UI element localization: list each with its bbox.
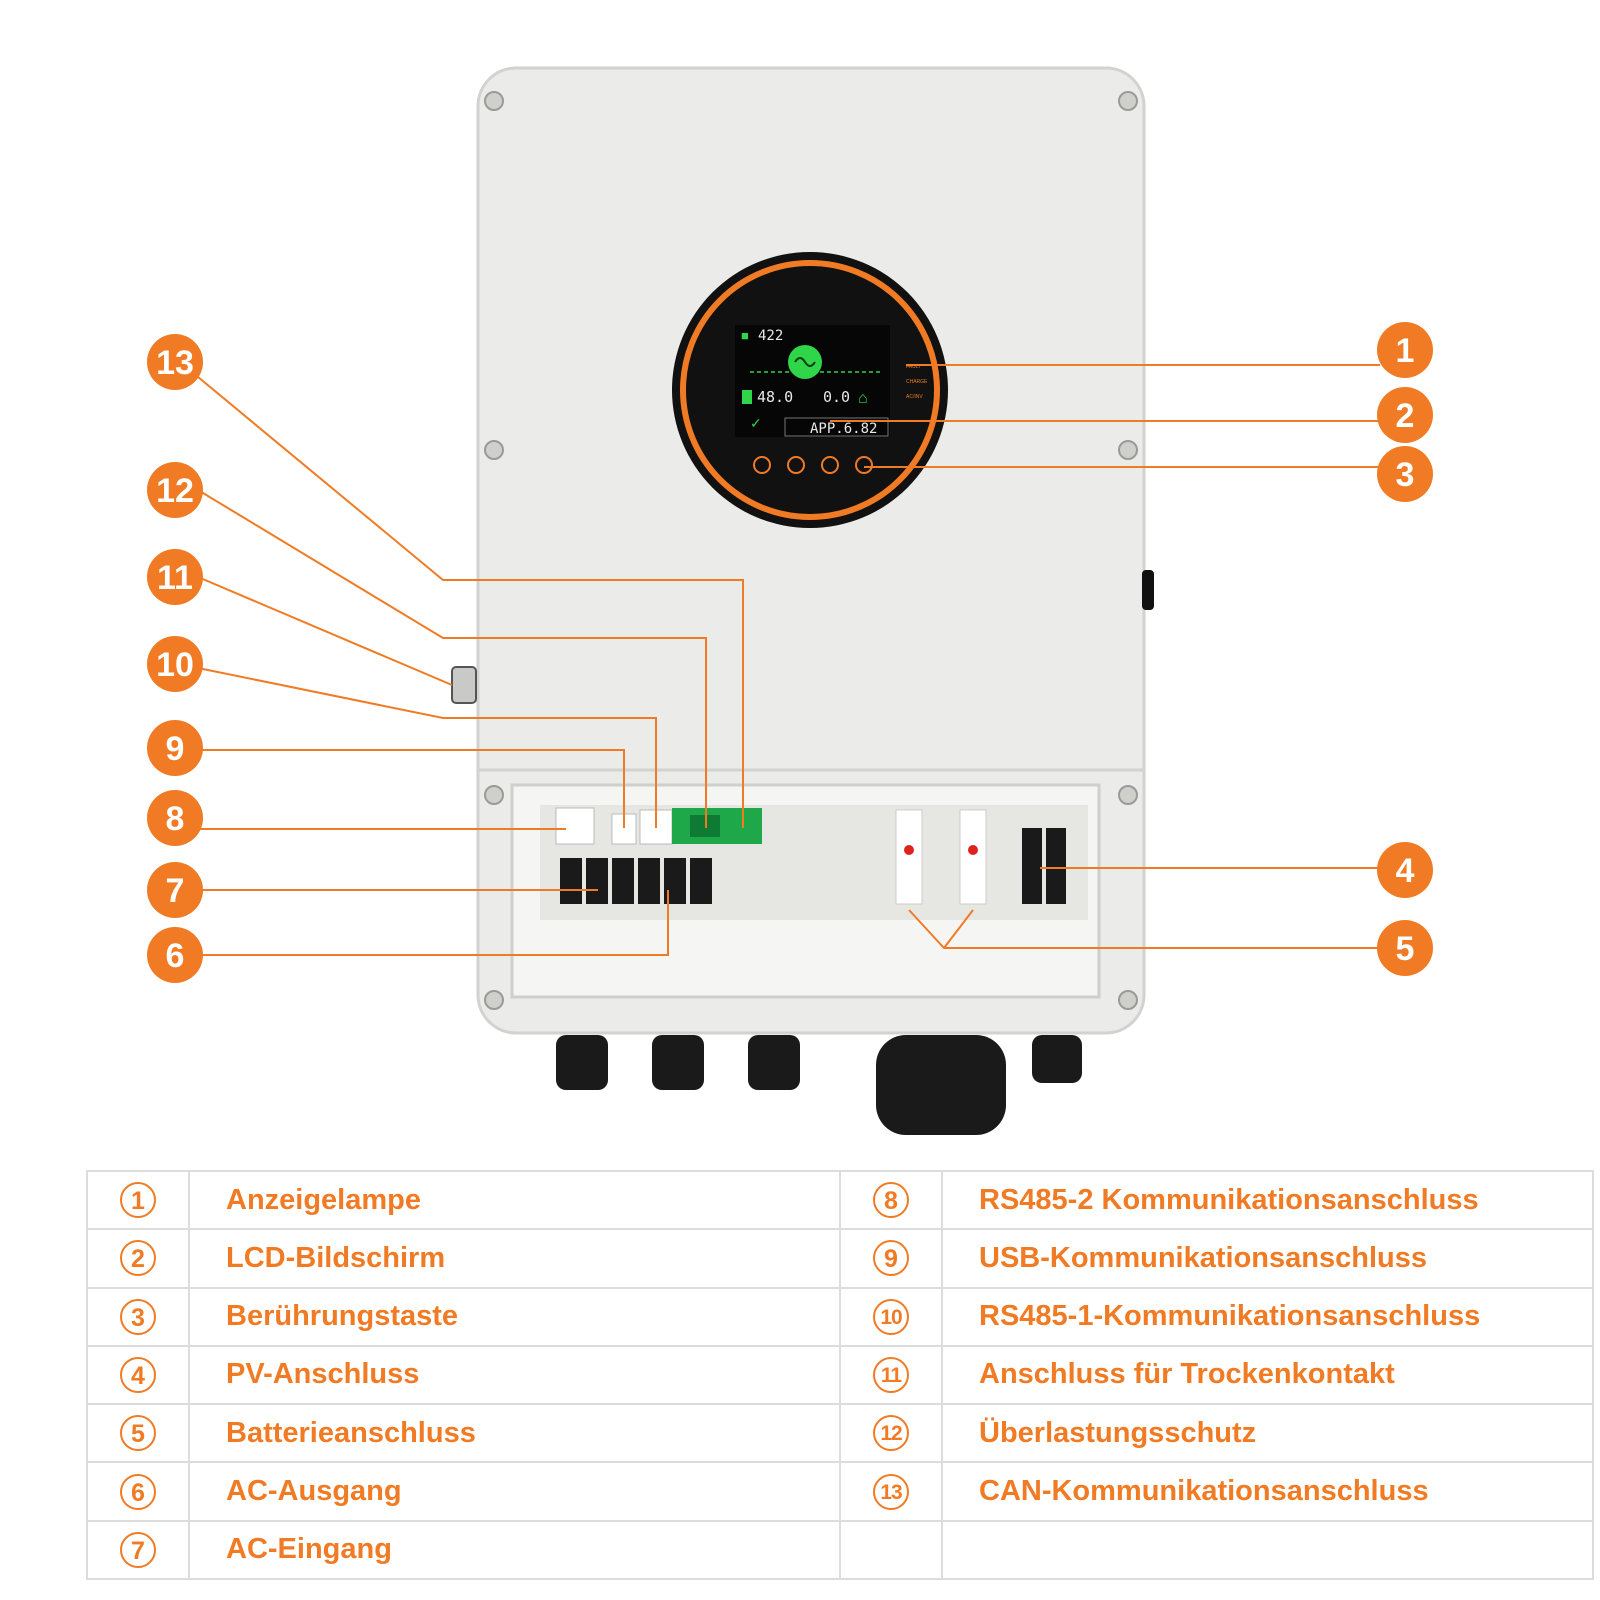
leader-lines: [197, 364, 1380, 956]
callout-1: 1: [1377, 322, 1433, 378]
legend-row: 4 PV-Anschluss 11 Anschluss für Trockenk…: [86, 1344, 1594, 1406]
legend-label: RS485-2 Kommunikationsanschluss: [941, 1169, 1594, 1231]
battery-icon: [742, 390, 752, 404]
svg-text:10: 10: [156, 646, 194, 684]
callout-2: 2: [1377, 387, 1433, 443]
side-switch: [1142, 570, 1154, 610]
house-icon: ⌂: [858, 390, 868, 407]
legend-row: 2 LCD-Bildschirm 9 USB-Kommunikationsans…: [86, 1228, 1594, 1289]
display-ring: [680, 260, 940, 520]
legend-number: 9: [873, 1240, 909, 1277]
legend-table: 1 Anzeigelampe 8 RS485-2 Kommunikationsa…: [86, 1169, 1594, 1581]
svg-text:1: 1: [1396, 332, 1415, 370]
svg-text:11: 11: [157, 559, 193, 597]
comm-ports: [555, 807, 762, 845]
callout-4: 4: [1377, 842, 1433, 898]
svg-text:7: 7: [166, 872, 185, 910]
legend-number: 5: [120, 1415, 156, 1452]
legend-label: Batterieanschluss: [188, 1403, 841, 1464]
settings-button-icon[interactable]: [753, 456, 771, 474]
callout-6: 6: [147, 927, 203, 983]
legend-label: PV-Anschluss: [188, 1344, 841, 1406]
svg-text:3: 3: [1396, 456, 1415, 494]
lcd-pv-voltage: 422: [758, 328, 783, 344]
legend-label: Anschluss für Trockenkontakt: [941, 1344, 1594, 1406]
legend-number: 6: [120, 1473, 156, 1510]
dry-contact-port: [451, 666, 477, 704]
down-button-icon[interactable]: [821, 456, 839, 474]
svg-text:13: 13: [156, 344, 194, 382]
check-icon: ✓: [750, 415, 762, 431]
legend-row: 3 Berührungstaste 10 RS485-1-Kommunikati…: [86, 1286, 1594, 1347]
svg-text:5: 5: [1396, 930, 1415, 968]
legend-label-empty: [941, 1519, 1594, 1581]
legend-number: 8: [873, 1182, 909, 1219]
lcd-mode: APP.6.82: [810, 421, 877, 437]
legend-label: CAN-Kommunikationsanschluss: [941, 1461, 1594, 1522]
legend-number: 10: [873, 1298, 909, 1335]
enter-button-icon[interactable]: [855, 456, 873, 474]
legend-number: 1: [120, 1182, 156, 1219]
legend-label: Überlastungsschutz: [941, 1403, 1594, 1464]
callout-11: 11: [147, 549, 203, 605]
legend-label: USB-Kommunikationsanschluss: [941, 1228, 1594, 1289]
indicator-lamps: FAULT CHARGE AC/INV: [906, 364, 928, 400]
callout-9: 9: [147, 720, 203, 776]
pv-icon: ■: [741, 328, 749, 343]
touch-buttons: [753, 456, 873, 474]
legend-number: 3: [120, 1298, 156, 1335]
legend-number: 12: [873, 1415, 909, 1452]
svg-text:4: 4: [1396, 852, 1415, 890]
battery-terminals: [895, 809, 987, 905]
inverter-diagram: ■ 422 48.0 0.0 ⌂ ✓ APP.6.82 FAULT CHARGE…: [147, 66, 1433, 1135]
callout-10: 10: [147, 636, 203, 692]
legend-number: 4: [120, 1356, 156, 1393]
lcd-battery-voltage: 48.0: [757, 388, 793, 406]
svg-text:AC/INV: AC/INV: [906, 394, 923, 400]
svg-text:FAULT: FAULT: [906, 364, 921, 370]
legend-label: Berührungstaste: [188, 1286, 841, 1347]
callout-12: 12: [147, 462, 203, 518]
pv-terminals: [1022, 828, 1066, 904]
callout-7: 7: [147, 862, 203, 918]
callout-8: 8: [147, 790, 203, 846]
legend-label: Anzeigelampe: [188, 1169, 841, 1231]
callout-3: 3: [1377, 446, 1433, 502]
ac-terminal-block: [560, 858, 712, 904]
legend-number: 7: [120, 1531, 156, 1568]
lcd-screen: ■ 422 48.0 0.0 ⌂ ✓ APP.6.82: [735, 325, 890, 437]
svg-text:12: 12: [156, 472, 194, 510]
svg-text:8: 8: [166, 800, 185, 838]
legend-row: 6 AC-Ausgang 13 CAN-Kommunikationsanschl…: [86, 1461, 1594, 1522]
legend-label: LCD-Bildschirm: [188, 1228, 841, 1289]
screw-icons: [484, 91, 1138, 1010]
svg-text:9: 9: [166, 730, 185, 768]
cable-glands: [556, 1035, 1082, 1135]
svg-text:2: 2: [1396, 397, 1415, 435]
legend-label: RS485-1-Kommunikationsanschluss: [941, 1286, 1594, 1347]
callout-markers: 1 2 3 4 5 6 7 8 9 10 11 12 13: [147, 322, 1433, 983]
callout-5: 5: [1377, 920, 1433, 976]
up-button-icon[interactable]: [787, 456, 805, 474]
legend-label: AC-Ausgang: [188, 1461, 841, 1522]
legend-number: 2: [120, 1240, 156, 1277]
svg-text:6: 6: [166, 937, 185, 975]
legend-label: AC-Eingang: [188, 1519, 841, 1581]
callout-13: 13: [147, 334, 203, 390]
legend-number: 11: [873, 1356, 909, 1393]
lcd-load-power: 0.0: [823, 388, 850, 406]
legend-row: 7 AC-Eingang: [86, 1519, 1594, 1581]
svg-text:CHARGE: CHARGE: [906, 379, 928, 385]
legend-row: 1 Anzeigelampe 8 RS485-2 Kommunikationsa…: [86, 1169, 1594, 1231]
legend-number: 13: [873, 1473, 909, 1510]
legend-row: 5 Batterieanschluss 12 Überlastungsschut…: [86, 1403, 1594, 1464]
